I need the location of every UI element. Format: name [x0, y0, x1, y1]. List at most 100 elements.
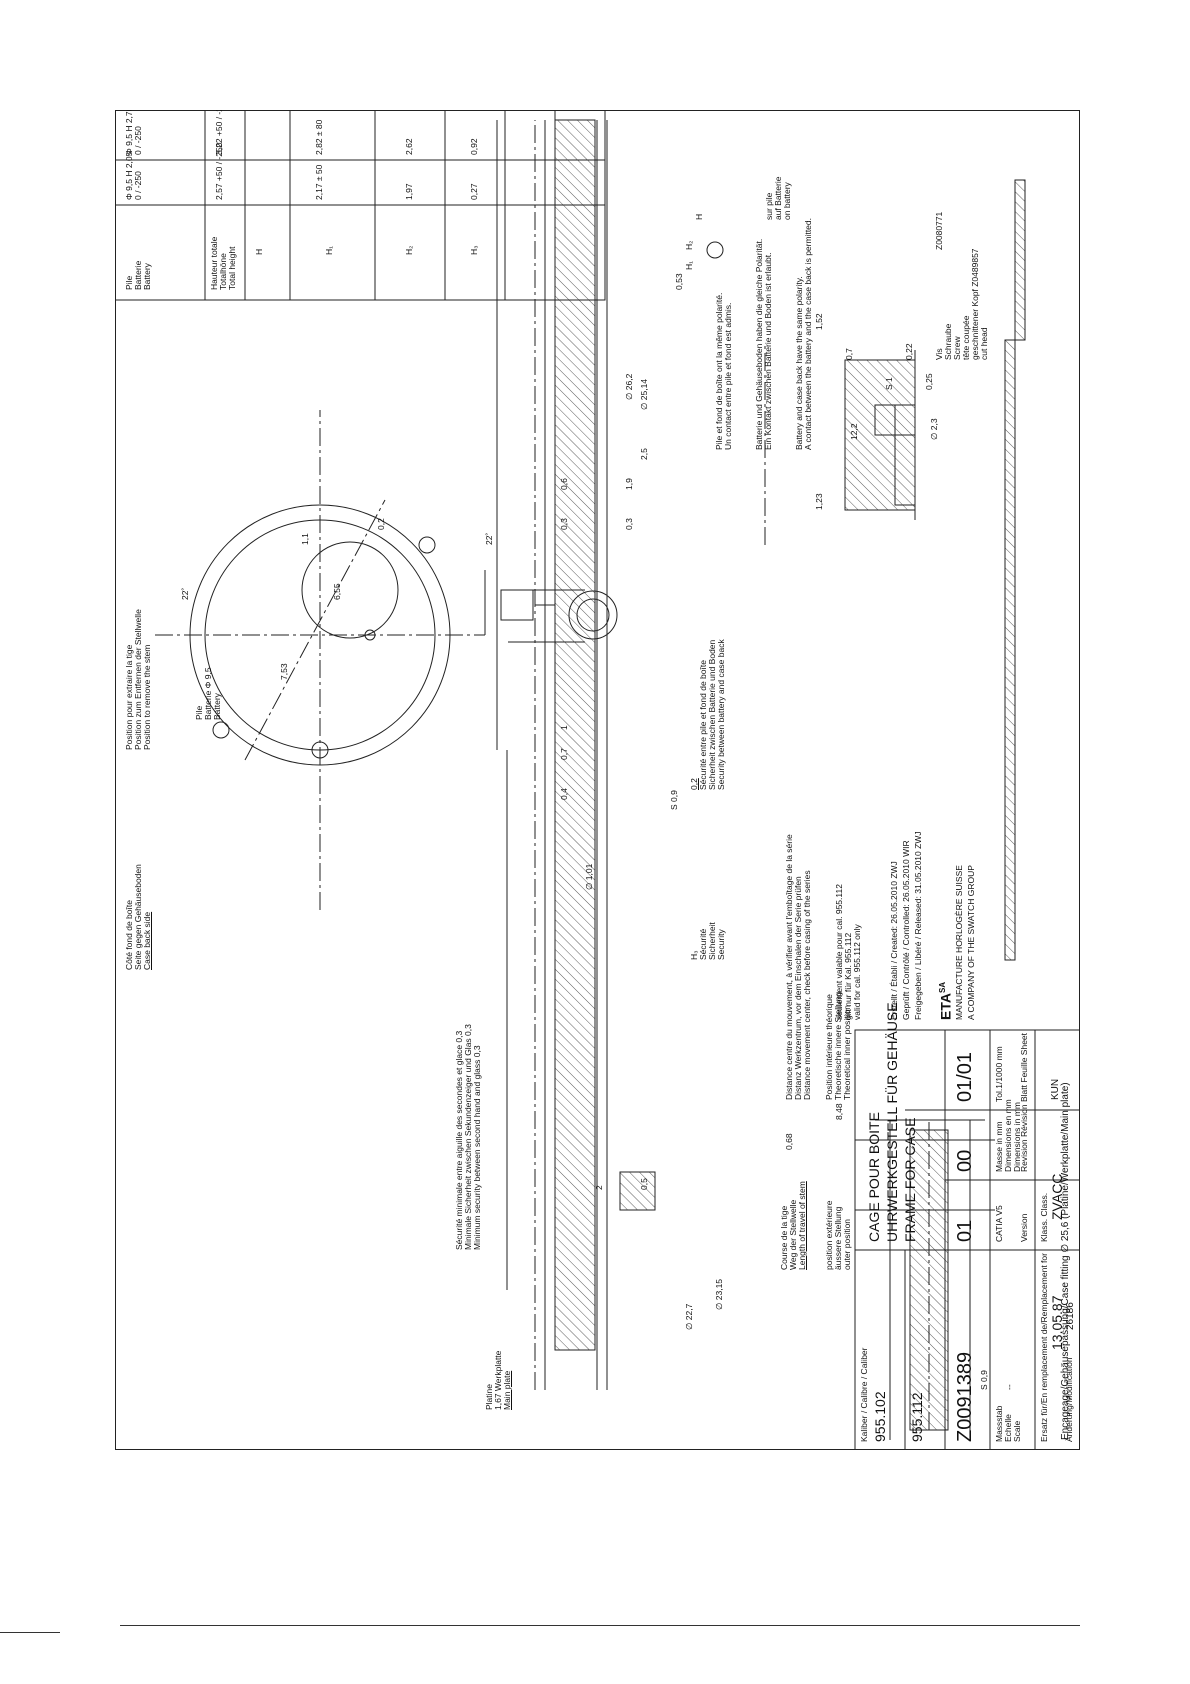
pile-fond-polarite-note: Pile et fond de boîte ont la même polari… [714, 293, 733, 450]
drawing-number: Z0091389 [954, 1351, 976, 1442]
case-back-side-note: Côté fond de boîte Seite gegen Gehäusebo… [124, 864, 152, 970]
case-back-side-en: Case back side [142, 911, 152, 970]
freigegeben-en: Released [913, 898, 923, 935]
battery-polarity-note: Battery and case back have the same pola… [794, 218, 813, 450]
gepruft-de: Geprüft [901, 991, 911, 1020]
blatt-de: Blatt [1019, 1084, 1029, 1102]
dim-0-5: 0,5 [639, 1178, 649, 1190]
dim-0-25: 0,25 [924, 373, 934, 390]
gepruft-fr: Contrôlé [901, 952, 911, 985]
battery-col-height: Hauteur totale Totalhöne Total height [209, 237, 237, 290]
battery-row1-H2: 1,97 [404, 183, 414, 200]
angle-22-b: 22˚ [484, 532, 494, 545]
seulement-en: valid for cal. 955.112 only [852, 924, 862, 1020]
erstellt-de: Erstellt [889, 994, 899, 1020]
erstellt-en: Created [889, 928, 899, 959]
battery-row-1: Φ 9,5 H 2,05 0 / -250 [124, 152, 143, 200]
dim-1-1: 1,1 [300, 533, 310, 545]
title-de: UHRWERKGESTELL FÜR GEHÄUSE [884, 1002, 900, 1242]
seulement-note: seulement valable pour cal. 955.112 gilt… [834, 884, 862, 1020]
version-label: Version [1019, 1213, 1029, 1242]
technical-drawing-geometry [115, 110, 1080, 1450]
created-value: 26.05.2010 ZWJ [889, 861, 899, 924]
stem-position-en: Position to remove the stem [142, 644, 152, 750]
title-lines: CAGE POUR BOITE UHRWERKGESTELL FÜR GEHÄU… [865, 1002, 919, 1242]
dim-0-3-b: 0,3 [624, 518, 634, 530]
scale-value: -- [1004, 1384, 1014, 1390]
dim-0-4: 0,4 [559, 788, 569, 800]
distance-centre-note: Distance centre du mouvement, à vérifier… [784, 834, 812, 1100]
dim-S1: S 1 [884, 377, 894, 390]
ersatz-label: Ersatz für/En remplacement de/Remplaceme… [1039, 1253, 1049, 1442]
tolerance-label: Tol.1/1000 mm [994, 1046, 1004, 1102]
battery-col-H: H [254, 248, 264, 255]
dim-8-48: 8,48 [834, 1103, 844, 1120]
screw-note: Vis Schraube Screw tête coupée geschnitt… [934, 248, 989, 360]
dim-0-6: 0,6 [559, 478, 569, 490]
drawing-frame: Pile Batterie Battery Φ 9,5 H 2,05 0 / -… [115, 110, 1080, 1450]
page-footer-rule [120, 1625, 1080, 1626]
course-tige-en: Length of travel of stem [797, 1181, 807, 1270]
freigegeben-fr: Libéré [913, 941, 923, 966]
dim-22-7: ∅ 22,7 [684, 1303, 694, 1330]
dim-2-5: 2,5 [639, 448, 649, 460]
sur-pile-note: sur pile auf Batterie on battery [764, 177, 792, 220]
title-block-grid [854, 1029, 1080, 1450]
dim-0-7-b: 0,7 [559, 748, 569, 760]
page-margin-mark [0, 1632, 60, 1633]
security-min-en: Minimum security between second hand and… [472, 1045, 482, 1250]
battery-row2-H1: 2,82 ± 80 [314, 119, 324, 155]
dim-S0-9-b: S 0,9 [979, 1370, 989, 1390]
dim-1-9: 1,9 [624, 478, 634, 490]
dim-H1: H₁ [684, 260, 694, 270]
dim-0-68: 0,68 [784, 1133, 794, 1150]
dim-H2: H₂ [684, 240, 694, 250]
dim-0-22: 0,22 [904, 343, 914, 360]
position-ext-note: position extérieure äussere Stellung out… [824, 1201, 852, 1270]
battery-row2-height: 3,22 +50 / -250 [214, 110, 224, 155]
title-en: FRAME FOR CASE [902, 1117, 918, 1242]
revision: 01 [954, 1219, 976, 1242]
dim-26-2: ∅ 26,2 [624, 373, 634, 400]
battery-col-height-en: Total height [227, 246, 237, 290]
revision-label-fr: Révision [1019, 1104, 1029, 1138]
kaliber-label: Kaliber / Calibre / Caliber [859, 1347, 869, 1442]
blatt-fr: Feuille [1019, 1057, 1029, 1083]
erstellt-fr: Établi [889, 965, 899, 987]
dim-23-15: ∅ 23,15 [714, 1278, 724, 1310]
dim-2-3: ∅ 2,3 [929, 418, 939, 440]
freigegeben-row: Freigegeben / Libéré / Released: 31.05.2… [913, 831, 923, 1020]
battery-row1-pile-tol: 0 / -250 [133, 171, 143, 200]
pile-label-en: Battery [212, 693, 222, 720]
battery-row2-H3: 0,92 [469, 138, 479, 155]
battery-row1-H3: 0,27 [469, 183, 479, 200]
blatt-label: Blatt Feuille Sheet [1019, 1033, 1029, 1102]
battery-col-H2: H₂ [404, 245, 414, 255]
gepruft-row: Geprüft / Contrôlé / Controlled: 26.05.2… [901, 840, 911, 1020]
dim-1-52: 1,52 [814, 313, 824, 330]
batterie-polarity-note: Batterie und Gehäuseboden haben die glei… [754, 239, 773, 450]
eta-sa: SA [938, 981, 947, 994]
landscape-drawing: Pile Batterie Battery Φ 9,5 H 2,05 0 / -… [115, 110, 1080, 1450]
positive-terminal-symbol [706, 241, 724, 259]
angle-22-a: 22˚ [180, 587, 190, 600]
battery-row-2: Φ 9,5 H 2,70 0 / -250 [124, 110, 143, 155]
sur-pile-en: on battery [782, 182, 792, 220]
dim-7-53: 7,53 [279, 663, 289, 680]
dim-6-55: 6,55 [332, 583, 342, 600]
distance-centre-en: Distance movement center, check before c… [802, 870, 812, 1100]
battery-col-H1: H₁ [324, 245, 334, 255]
masse-label: Masse in mm Dimensions en mm Dimensions … [994, 1099, 1022, 1172]
massstab-en: Scale [1012, 1420, 1022, 1442]
dim-1-01: ∅ 1,01 [584, 863, 594, 890]
controlled-value: 26.05.2010 WIR [901, 840, 911, 902]
battery-col-pile-en: Battery [142, 263, 152, 290]
movement-top-view [155, 410, 618, 910]
caliber-1: 955.102 [872, 1391, 888, 1442]
security-H3-note: H₃ Sécurité Sicherheit Security [689, 922, 726, 960]
dim-S0-9-a: S 0,9 [669, 790, 679, 810]
screw-ref: Z0080771 [934, 211, 944, 250]
company-label: A COMPANY OF THE SWATCH GROUP [966, 865, 976, 1020]
battery-row2-height-value: 3,22 [214, 138, 224, 155]
